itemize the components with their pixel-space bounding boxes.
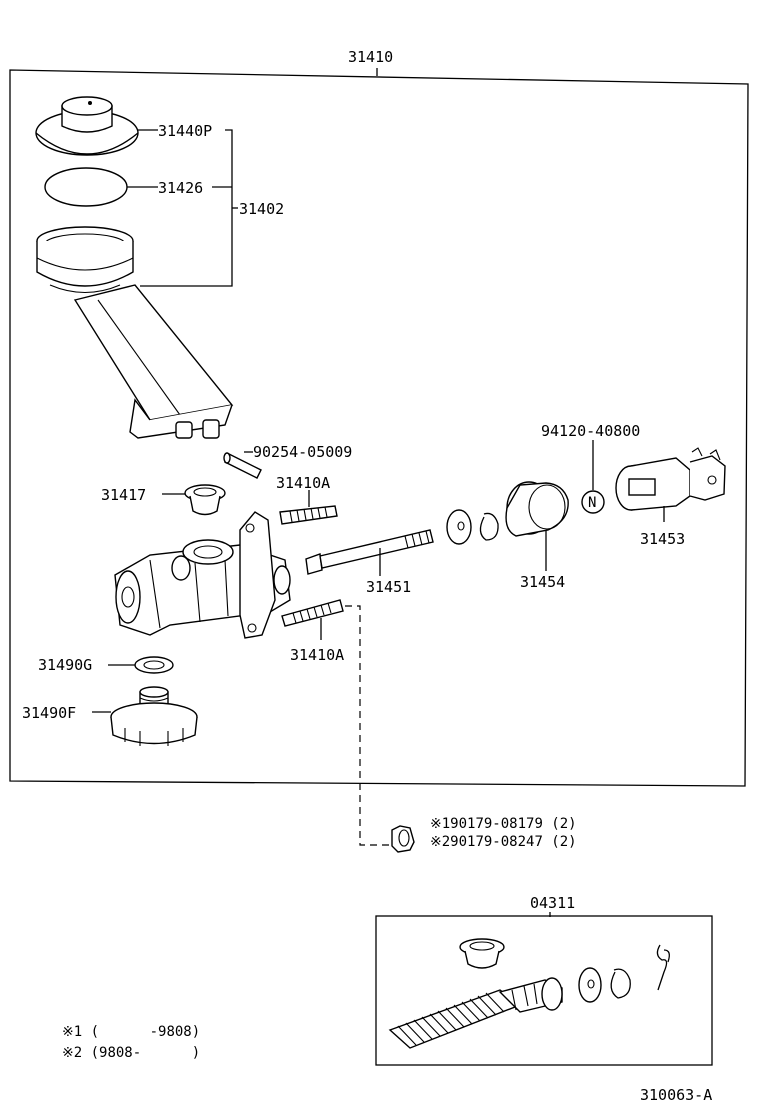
bracket-31402 — [140, 129, 233, 287]
union-part[interactable] — [110, 686, 198, 746]
kit-grommet-part[interactable] — [459, 938, 505, 969]
clevis-part[interactable] — [615, 447, 726, 511]
diagram-code: 310063-A — [640, 1086, 712, 1104]
washer-part[interactable] — [446, 509, 472, 545]
label-90254-05009: 90254-05009 — [253, 443, 352, 461]
nut-dashed-leader — [345, 605, 392, 846]
label-31490G: 31490G — [38, 656, 92, 674]
assembly-label: 31410 — [348, 48, 393, 66]
kit-frame — [375, 915, 713, 1066]
push-rod-part[interactable] — [305, 529, 434, 575]
boot-part[interactable] — [505, 481, 569, 537]
grommet-part[interactable] — [184, 484, 226, 516]
footnote-2: ※2 (9808- ) — [62, 1045, 200, 1061]
reservoir-cap-part[interactable] — [35, 96, 139, 156]
snap-ring-part[interactable] — [479, 512, 499, 541]
label-31426: 31426 — [158, 179, 203, 197]
label-94120-40800: 94120-40800 — [541, 422, 640, 440]
kit-snap-ring-part[interactable] — [610, 968, 631, 999]
n-marker — [581, 490, 605, 514]
nut-label-1: ※190179-08179 (2) — [430, 816, 577, 832]
assembly-frame — [9, 69, 749, 787]
label-31410A-bottom: 31410A — [290, 646, 344, 664]
stud-part-bottom[interactable] — [281, 599, 344, 627]
nut-part[interactable] — [391, 825, 415, 853]
label-31440P: 31440P — [158, 122, 212, 140]
reservoir-part[interactable] — [36, 226, 234, 439]
n-marker-label: N — [588, 495, 596, 511]
diaphragm-part[interactable] — [44, 167, 128, 207]
kit-piston-spring-part[interactable] — [388, 977, 563, 1049]
label-31454: 31454 — [520, 573, 565, 591]
o-ring-part[interactable] — [134, 656, 174, 674]
label-31453: 31453 — [640, 530, 685, 548]
label-31402: 31402 — [239, 200, 284, 218]
master-cylinder-body[interactable] — [114, 511, 291, 639]
label-31410A-top: 31410A — [276, 474, 330, 492]
stud-part-top[interactable] — [279, 505, 338, 525]
kit-label: 04311 — [530, 894, 575, 912]
pin-part[interactable] — [223, 452, 262, 479]
label-31417: 31417 — [101, 486, 146, 504]
footnote-1: ※1 ( -9808) — [62, 1024, 200, 1040]
label-31490F: 31490F — [22, 704, 76, 722]
kit-clip-part[interactable] — [656, 944, 670, 991]
kit-washer-part[interactable] — [578, 967, 602, 1003]
label-31451: 31451 — [366, 578, 411, 596]
nut-label-2: ※290179-08247 (2) — [430, 834, 577, 850]
